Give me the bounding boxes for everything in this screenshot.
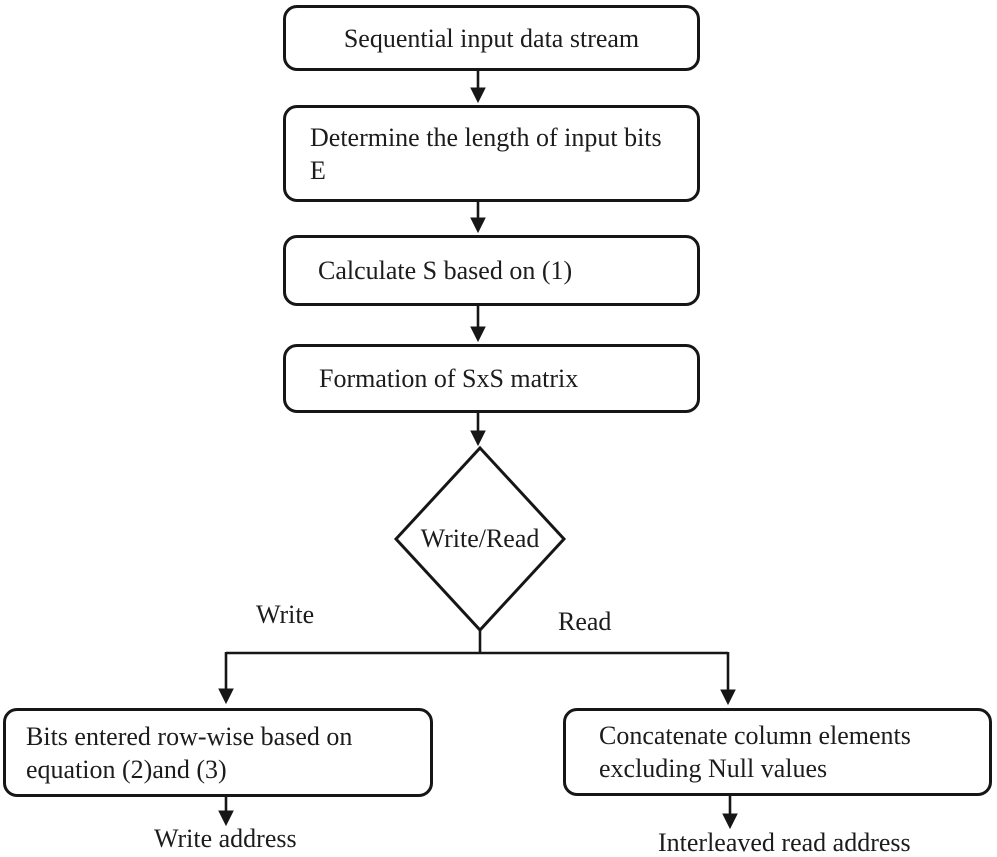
branch-label-read: Read	[558, 607, 612, 636]
decision-diamond-label: Write/Read	[420, 524, 540, 553]
node-determine-length-label: Determine the length of input bits E	[310, 122, 662, 185]
node-sequential-input-label: Sequential input data stream	[343, 23, 640, 53]
node-calculate-s: Calculate S based on (1)	[283, 235, 700, 306]
node-write-rowwise-label: Bits entered row-wise based on equation …	[26, 721, 353, 784]
node-calculate-s-label: Calculate S based on (1)	[318, 256, 573, 285]
output-label-interleaved-read-address: Interleaved read address	[658, 828, 911, 857]
node-write-rowwise: Bits entered row-wise based on equation …	[3, 708, 433, 797]
node-determine-length: Determine the length of input bits E	[283, 105, 700, 202]
output-label-write-address: Write address	[154, 824, 297, 853]
node-formation-matrix-label: Formation of SxS matrix	[319, 364, 579, 393]
node-sequential-input: Sequential input data stream	[283, 5, 700, 71]
node-read-concatenate: Concatenate column elements excluding Nu…	[563, 708, 992, 796]
node-read-concatenate-label: Concatenate column elements excluding Nu…	[599, 721, 911, 783]
branch-label-write: Write	[256, 600, 315, 629]
node-formation-matrix: Formation of SxS matrix	[283, 344, 700, 413]
